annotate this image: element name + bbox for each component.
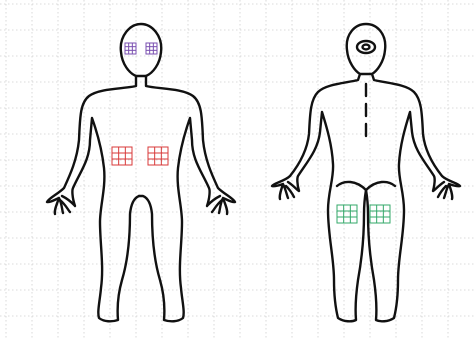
injection-site-thigh-right (370, 205, 390, 223)
injection-site-abdomen-right (148, 147, 168, 165)
site-grid-border (370, 205, 390, 223)
injection-site-face-left (125, 43, 136, 54)
front-body-right-outline (139, 76, 235, 321)
injection-site-face-right (146, 43, 157, 54)
injection-site-abdomen-left (112, 147, 132, 165)
site-grid-border (125, 43, 136, 54)
back-body-right-outline (366, 74, 460, 321)
back-body-left-outline (272, 74, 366, 321)
back-buttock-line (337, 182, 395, 190)
site-grid-border (148, 147, 168, 165)
front-body-left-outline (47, 76, 139, 321)
back-hair-whorl-inner (363, 45, 370, 50)
site-grid-border (112, 147, 132, 165)
site-grid-border (146, 43, 157, 54)
injection-site-thigh-left (337, 205, 357, 223)
back-hair-whorl (357, 41, 375, 53)
front-figure (47, 24, 235, 321)
back-figure (272, 24, 460, 321)
site-grid-border (337, 205, 357, 223)
